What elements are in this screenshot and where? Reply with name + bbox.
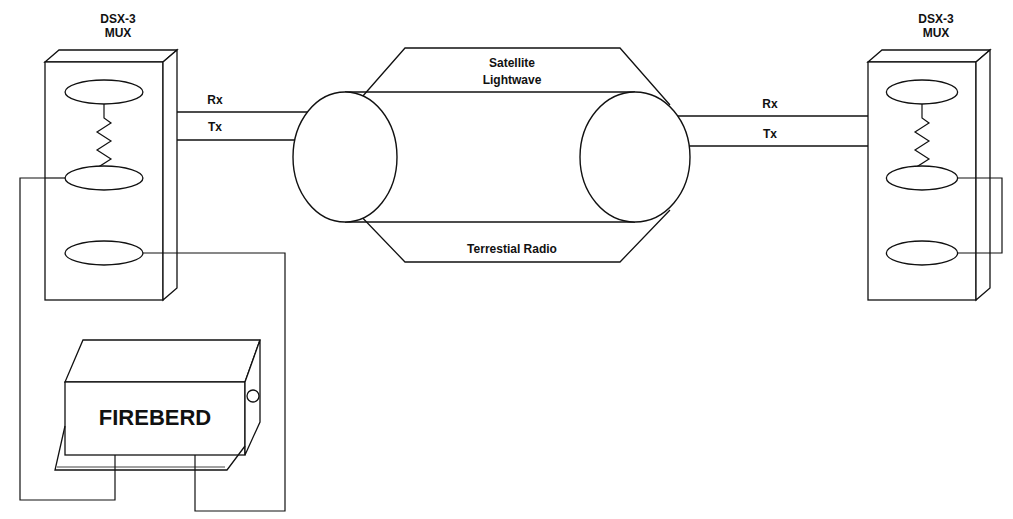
jack-wire [45,177,65,178]
mux-cabinet: DSX-3 MUX [868,8,990,304]
cabinet-front [45,62,163,300]
path-label: Lightwave [481,73,544,87]
brand-label: FIREBERD [65,404,245,432]
test-set-side [245,340,260,455]
test-lead [114,455,115,480]
node-outline [45,8,177,304]
test-set-knob [247,390,259,402]
equipment-label: DSX-3 MUX [86,8,150,40]
loopback-wire [958,178,1002,253]
jack [65,80,143,104]
test-set-handle [57,467,225,468]
jack-wire [143,252,177,253]
jack [886,166,957,190]
resistor-symbol [97,104,111,176]
network-node-circle [580,92,690,222]
resistor-symbol [915,104,929,176]
test-set-lid [65,340,260,382]
network-node-circle [293,92,397,222]
lightwave-path [345,91,635,92]
equipment-label: DSX-3 MUX [904,8,968,40]
jack [886,80,957,104]
cabinet-front [868,62,976,300]
cabinet-top [45,50,177,62]
jack [886,241,957,265]
test-lead [194,455,195,480]
test-set-front [65,382,245,455]
cabinet-top [868,50,990,62]
cabinet-side [976,50,990,300]
cabinet-side [163,50,177,300]
test-set: FIREBERD [55,330,270,480]
path-label: Terrestial Radio [465,242,559,256]
signal-name: Rx [760,97,779,111]
path-label: Satellite [487,56,537,70]
jack [65,166,143,190]
signal-name: Tx [206,120,224,134]
mux-cabinet: DSX-3 MUX [45,8,177,304]
jack [65,241,143,265]
node-outline [868,8,990,304]
test-set-handle [55,426,245,470]
signal-name: Rx [205,93,224,107]
rx-line [177,111,320,112]
signal-name: Tx [761,127,779,141]
lightwave-path [345,221,635,222]
